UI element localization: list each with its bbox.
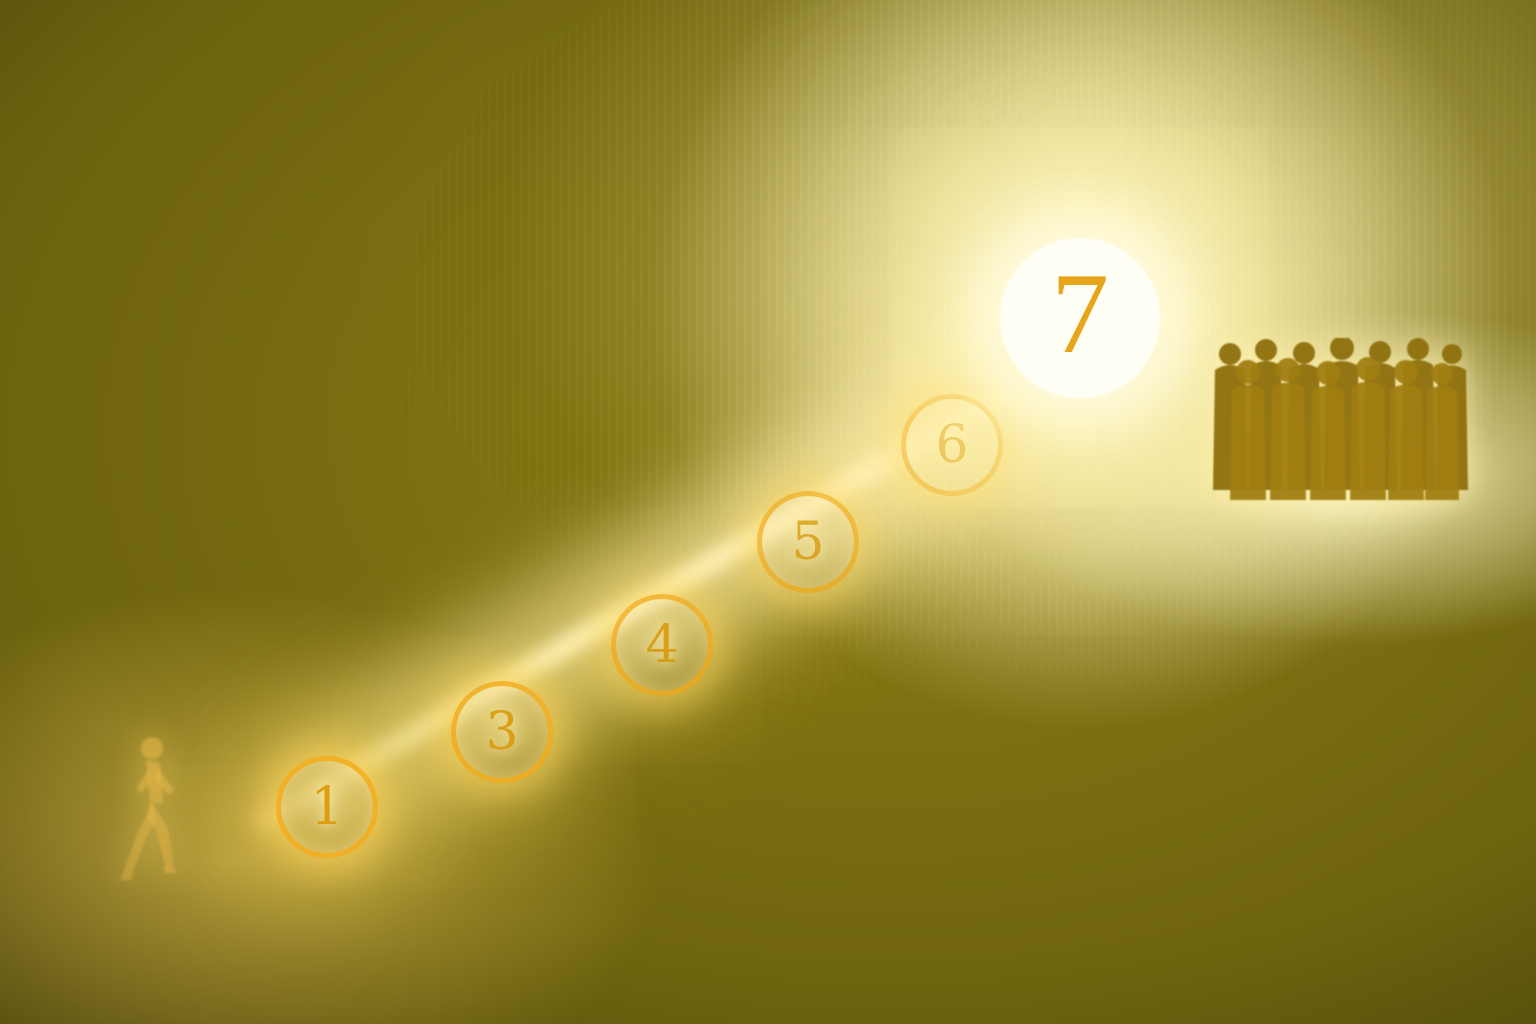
step-circle-5: 5 xyxy=(757,491,859,593)
step-number: 1 xyxy=(310,777,344,837)
step-number: 5 xyxy=(791,512,825,572)
step-circle-1: 1 xyxy=(276,756,378,858)
step-circle-3: 3 xyxy=(451,681,553,783)
step-number: 4 xyxy=(645,615,679,675)
step-number: 3 xyxy=(485,702,519,762)
walking-person-icon xyxy=(120,737,176,880)
group-of-people-icon xyxy=(1213,338,1468,500)
step-number: 6 xyxy=(935,415,969,475)
final-step-number: 7 xyxy=(1051,250,1109,378)
step-circle-4: 4 xyxy=(611,594,713,696)
step-circle-7-highlight: 7 xyxy=(1000,238,1160,398)
step-circle-6: 6 xyxy=(901,394,1003,496)
